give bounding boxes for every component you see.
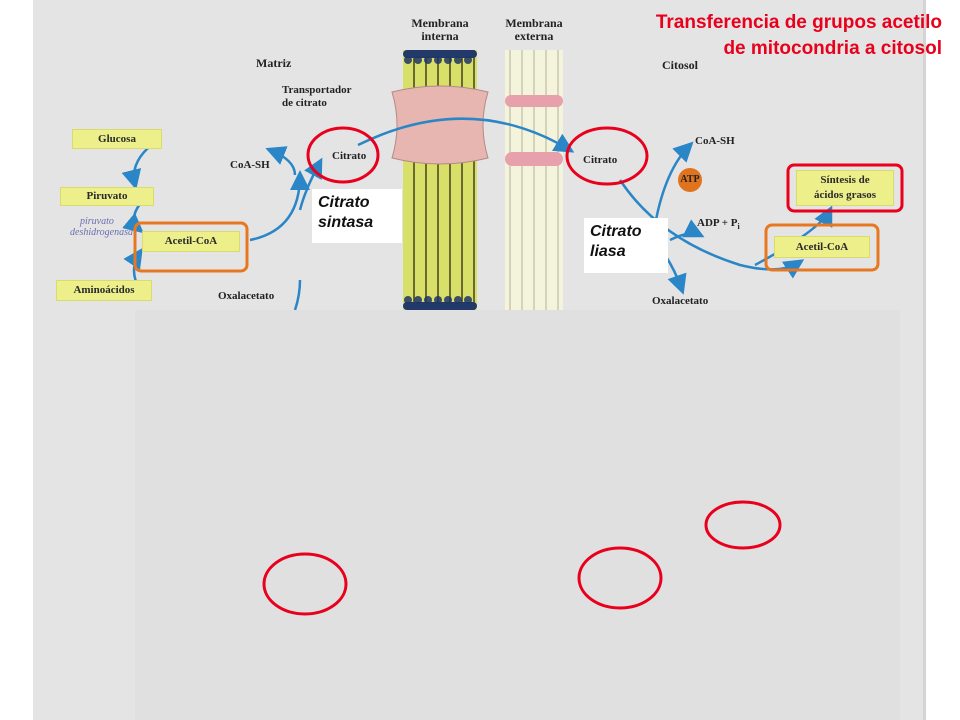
coa-sh-cytosol-label: CoA-SH bbox=[695, 135, 735, 147]
oxaloacetate-matrix-label: Oxalacetato bbox=[218, 290, 275, 302]
citrate-lyase-label: Citrato liasa bbox=[584, 218, 668, 273]
atp-label: ATP bbox=[680, 174, 700, 185]
red-highlights bbox=[262, 126, 782, 616]
title-line-1: Transferencia de grupos acetilo bbox=[655, 12, 942, 33]
acetyl-coa-cytosol-box: Acetil-CoA bbox=[774, 236, 870, 258]
oxaloacetate-cytosol-label: Oxalacetato bbox=[652, 295, 709, 307]
transporter-label: Transportador de citrato bbox=[282, 84, 352, 109]
orange-highlights bbox=[133, 221, 880, 273]
cytosol-label: Citosol bbox=[662, 58, 698, 72]
amino-acids-box: Aminoácidos bbox=[56, 280, 152, 301]
citrate-synthase-label: Citrato sintasa bbox=[312, 189, 402, 243]
fatty-acid-synthesis-box: Síntesis de ácidos grasos bbox=[796, 170, 894, 206]
pyruvate-box: Piruvato bbox=[60, 187, 154, 206]
acetyl-coa-matrix-box: Acetil-CoA bbox=[142, 231, 240, 252]
outer-membrane bbox=[505, 50, 563, 310]
matrix-label: Matriz bbox=[256, 56, 292, 70]
citrate-cytosol-label: Citrato bbox=[583, 154, 618, 166]
title-line-2: de mitocondria a citosol bbox=[723, 38, 942, 59]
adp-pi-label: ADP + Pi bbox=[697, 217, 740, 232]
outer-membrane-label: Membrana externa bbox=[505, 16, 563, 43]
glucose-box: Glucosa bbox=[72, 129, 162, 149]
coa-sh-matrix-label: CoA-SH bbox=[230, 159, 270, 171]
citrate-matrix-label: Citrato bbox=[332, 150, 367, 162]
citrate-transporter bbox=[391, 85, 489, 165]
bottom-panel bbox=[135, 310, 900, 720]
pyruvate-dehydrogenase-note: piruvato deshidrogenasa bbox=[70, 216, 133, 238]
inner-membrane-label: Membrana interna bbox=[411, 16, 469, 43]
fatty-acid-highlight bbox=[786, 163, 904, 213]
atp-circle bbox=[678, 168, 702, 192]
slide-title: Transferencia de grupos acetilo de mitoc… bbox=[656, 10, 942, 62]
